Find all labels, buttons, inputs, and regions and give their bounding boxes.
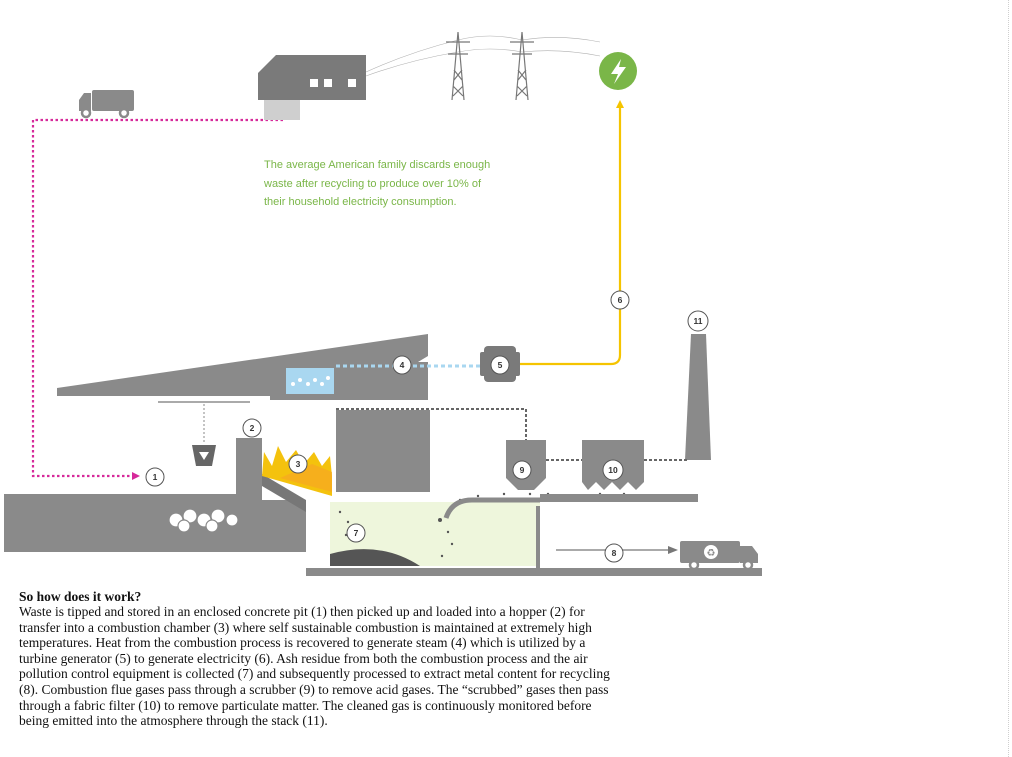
house-icon (258, 55, 366, 120)
pit-wall (236, 438, 262, 532)
stack (685, 334, 711, 460)
caption-line: (8). Combustion flue gases pass through … (19, 681, 609, 697)
callout-line: waste after recycling to produce over 10… (264, 177, 482, 190)
step-marker-6: 6 (610, 290, 630, 310)
step-marker-3: 3 (288, 454, 308, 474)
svg-text:10: 10 (608, 465, 618, 475)
process-explanation: So how does it work? Waste is tipped and… (19, 589, 759, 729)
callout-line: their household electricity consumption. (264, 196, 457, 208)
svg-text:4: 4 (400, 360, 405, 370)
electricity-path (516, 108, 622, 366)
svg-text:5: 5 (498, 360, 503, 370)
step-marker-1: 1 (145, 467, 165, 487)
caption-line: being emitted into the atmosphere throug… (19, 713, 328, 729)
waste-delivery-path (31, 118, 283, 478)
step-marker-5: 5 (490, 355, 510, 375)
svg-text:9: 9 (520, 465, 525, 475)
step-marker-8: 8 (604, 543, 624, 563)
svg-text:11: 11 (694, 316, 703, 326)
svg-text:6: 6 (618, 295, 623, 305)
step-marker-9: 9 (512, 460, 532, 480)
caption-line: through a fabric filter (10) to remove p… (19, 697, 592, 713)
step-marker-11: 11 (687, 310, 709, 332)
plant-roof (57, 334, 428, 396)
steam-drum (286, 368, 334, 394)
svg-text:♻: ♻ (707, 548, 716, 559)
household-electricity-callout: The average American family discards eno… (264, 156, 524, 212)
caption-line: Waste is tipped and stored in an enclose… (19, 604, 585, 619)
svg-text:8: 8 (612, 548, 617, 558)
metals-arrowhead (668, 546, 678, 554)
caption-heading: So how does it work? (19, 589, 142, 604)
svg-text:3: 3 (296, 459, 301, 469)
ash-divider (536, 506, 540, 568)
ash-bed (330, 502, 540, 566)
waste-delivery-arrowhead (132, 472, 140, 480)
hopper-chute (262, 474, 306, 512)
electricity-arrowhead (616, 100, 624, 108)
svg-text:1: 1 (153, 472, 158, 482)
svg-text:2: 2 (250, 423, 255, 433)
ash-chute (443, 497, 540, 519)
page-edge-rule (1008, 0, 1009, 757)
caption-body: Waste is tipped and stored in an enclose… (19, 604, 759, 729)
caption-line: turbine generator (5) to generate electr… (19, 650, 588, 666)
recycling-truck-icon: ♻ (680, 541, 758, 571)
svg-text:7: 7 (354, 528, 359, 538)
trash-bags-icon (168, 508, 239, 533)
step-marker-10: 10 (602, 459, 624, 481)
garbage-truck-icon (79, 90, 134, 119)
caption-line: temperatures. Heat from the combustion p… (19, 635, 586, 651)
step-marker-2: 2 (242, 418, 262, 438)
caption-line: transfer into a combustion chamber (3) w… (19, 619, 592, 635)
callout-line: The average American family discards eno… (264, 159, 491, 171)
water-droplets-icon (291, 376, 330, 386)
conveyor-floor (540, 494, 698, 502)
power-lines (365, 35, 601, 77)
ground-slab (4, 476, 762, 576)
power-tower-icon (510, 31, 534, 101)
waste-to-energy-diagram: ♻ 1 2 3 4 5 6 7 8 9 10 (4, 31, 762, 576)
ash-pile (330, 549, 420, 566)
step-marker-7: 7 (346, 523, 366, 543)
crane-grab (192, 445, 216, 466)
lightning-bolt (611, 59, 626, 84)
caption-line: pollution control equipment is collected… (19, 666, 610, 682)
step-marker-4: 4 (392, 355, 412, 375)
boiler-tower (336, 410, 430, 492)
power-tower-icon (446, 31, 470, 101)
